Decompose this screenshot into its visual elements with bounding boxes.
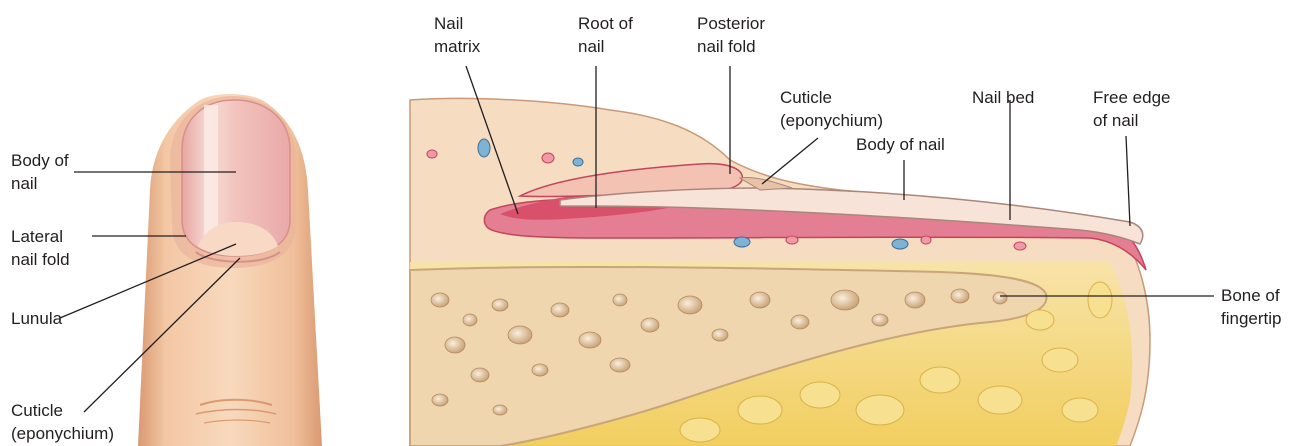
label-nail-bed: Nail bed (972, 86, 1034, 109)
label-root-of-nail: Root of nail (578, 12, 633, 58)
label-bone-of-fingertip: Bone of fingertip (1221, 284, 1281, 330)
label-left-lunula: Lunula (11, 307, 62, 330)
label-left-body-of-nail: Body of nail (11, 149, 69, 195)
label-free-edge: Free edge of nail (1093, 86, 1171, 132)
leader-free-edge (1126, 136, 1130, 226)
leader-cuticle (762, 138, 818, 184)
label-body-of-nail: Body of nail (856, 133, 945, 156)
label-posterior-nail-fold: Posterior nail fold (697, 12, 765, 58)
finger-illustration (138, 94, 322, 446)
section-illustration (410, 98, 1150, 446)
label-left-lateral-nail-fold: Lateral nail fold (11, 225, 70, 271)
label-nail-matrix: Nail matrix (434, 12, 480, 58)
label-left-cuticle: Cuticle (eponychium) (11, 399, 114, 445)
label-cuticle: Cuticle (eponychium) (780, 86, 883, 132)
